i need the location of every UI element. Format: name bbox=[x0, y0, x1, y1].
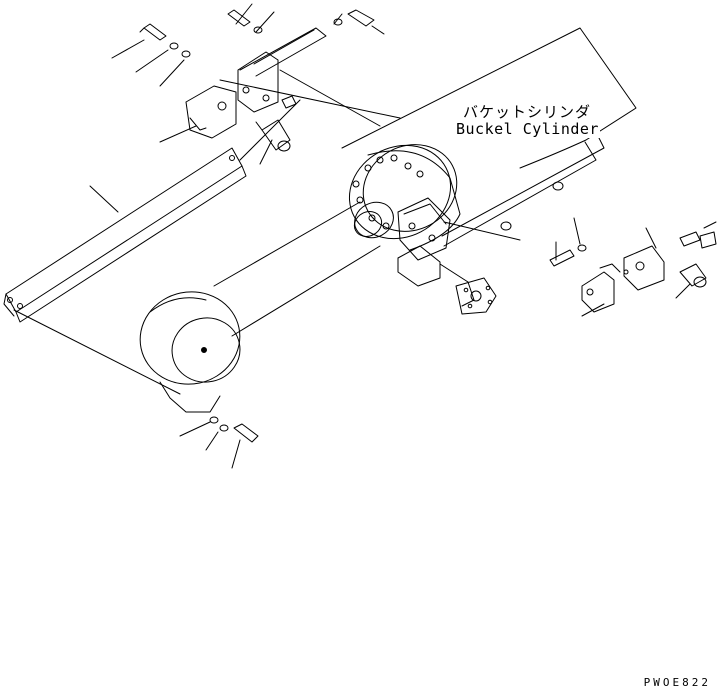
rod-eye-end bbox=[139, 291, 241, 413]
long-angle-bracket bbox=[3, 99, 301, 395]
drawing-code: PWOE822 bbox=[643, 676, 711, 689]
right-sensor-bracket bbox=[443, 221, 717, 313]
upper-sensor-bracket bbox=[185, 27, 401, 152]
piston-rod bbox=[213, 201, 381, 337]
cylinder-label-english: Buckel Cylinder bbox=[455, 120, 600, 138]
callout-leaders bbox=[89, 3, 717, 469]
upper-fasteners bbox=[139, 9, 375, 58]
lower-fasteners bbox=[209, 416, 259, 443]
cylinder-label-japanese: バケットシリンダ bbox=[462, 101, 593, 122]
cylinder-head-flange bbox=[348, 144, 461, 251]
port-block bbox=[397, 197, 497, 315]
